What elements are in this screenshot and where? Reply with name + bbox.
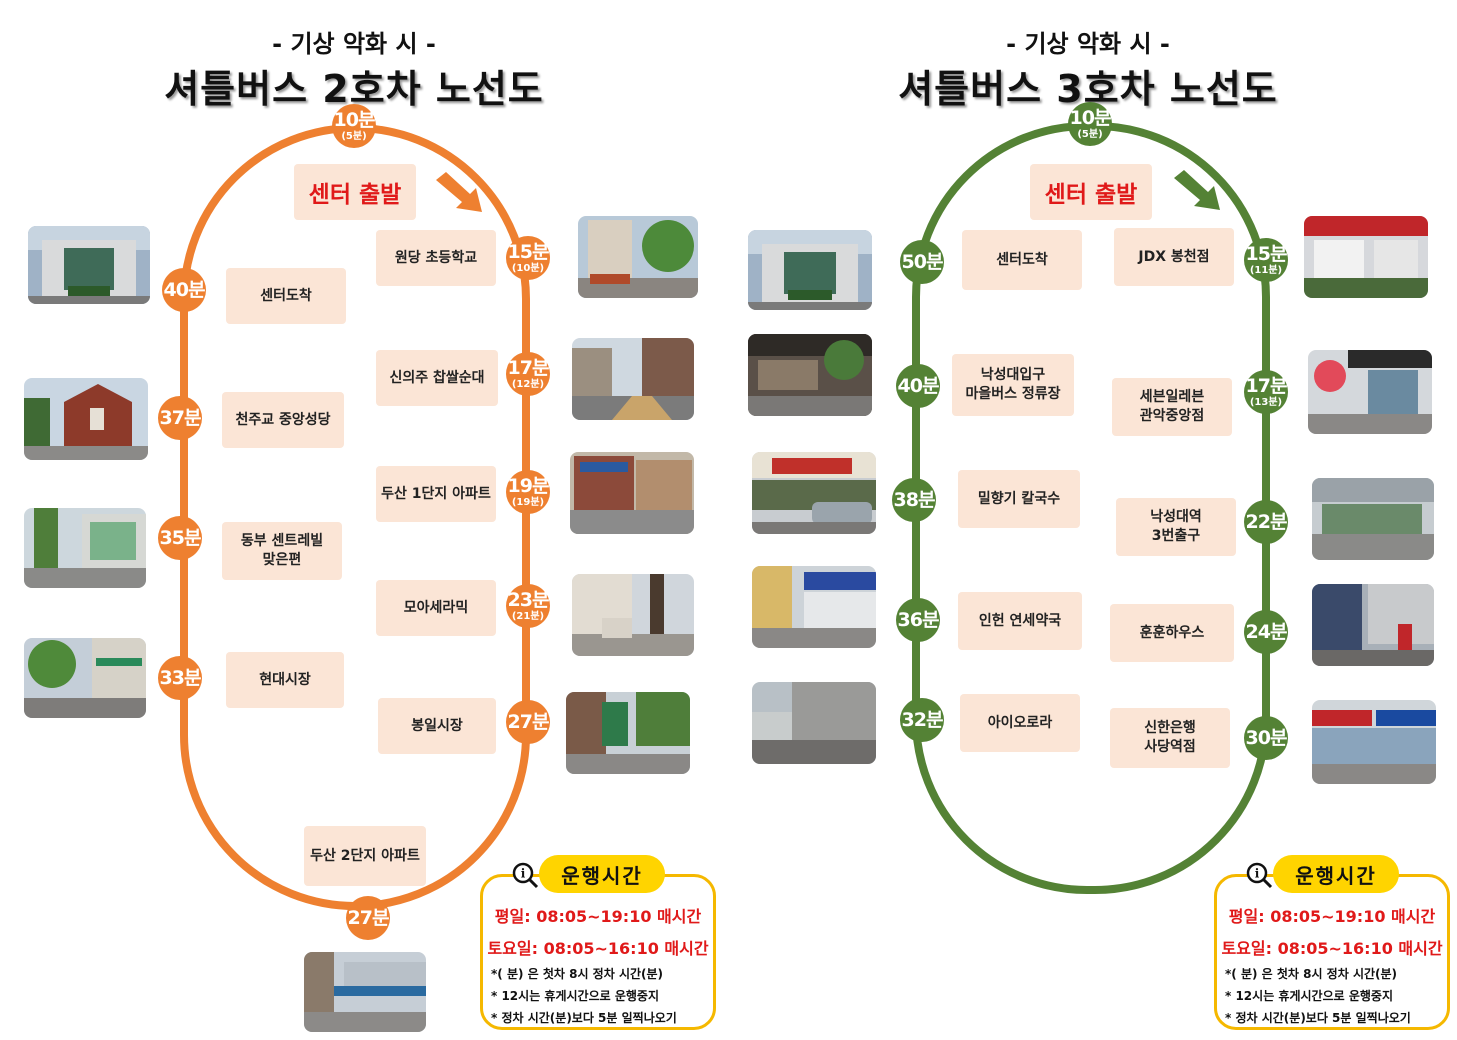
route-3-stop-left-1: 센터도착: [962, 230, 1082, 290]
route-3-stop-right-1: JDX 봉천점: [1114, 228, 1234, 286]
schedule-note-2: * 12시는 휴게시간으로 운행중지: [491, 989, 659, 1003]
down-right-arrow-icon: [436, 172, 482, 212]
route-2-stop-left-1: 센터도착: [226, 268, 346, 324]
route-2-stop-right-1: 원당 초등학교: [376, 230, 496, 286]
route-3-node-right-3: 22분: [1244, 500, 1288, 544]
route-2-stop-bottom: 두산 2단지 아파트: [304, 826, 426, 886]
dongbu-centreville-photo: [24, 508, 146, 588]
route-2-node-right-3: 19분(19분): [506, 470, 550, 514]
svg-text:i: i: [1255, 867, 1260, 881]
center-building-photo: [28, 226, 150, 304]
route-2-stop-right-3: 두산 1단지 아파트: [376, 466, 496, 522]
route-2-node-right-2: 17분(12분): [506, 352, 550, 396]
route-2-node-bottom: 27분: [346, 896, 390, 940]
route-3-node-left-1: 50분: [900, 240, 944, 284]
moa-ceramic-photo: [572, 574, 694, 656]
route-2-node-right-1: 15분(10분): [506, 236, 550, 280]
route-2-stop-left-2: 천주교 중앙성당: [222, 392, 344, 448]
route-2-subtitle: - 기상 악화 시 -: [272, 30, 436, 58]
magnifier-info-icon: i: [512, 862, 539, 889]
center-building-photo: [748, 230, 872, 310]
route-3-node-right-1: 15분(11분): [1244, 238, 1288, 282]
route-2-node-left-1: 40분: [162, 268, 206, 312]
route-3-stop-left-2: 낙성대입구 마을버스 정류장: [952, 354, 1074, 416]
nakseongdae-entrance-photo: [748, 334, 872, 416]
route-2-title: 셔틀버스 2호차 노선도: [164, 67, 544, 111]
route-2-stop-right-5: 봉일시장: [378, 698, 496, 754]
route-2-stop-right-4: 모아세라믹: [376, 580, 496, 636]
nakseongdae-exit3-photo: [1312, 478, 1434, 560]
route-3-stop-right-3: 낙성대역 3번출구: [1116, 498, 1236, 556]
route-3-node-right-4: 24분: [1244, 610, 1288, 654]
catholic-church-photo: [24, 378, 148, 460]
hunhun-house-photo: [1312, 584, 1434, 666]
route-2-node-left-3: 35분: [158, 516, 202, 560]
schedule-note-3: * 정차 시간(분)보다 5분 일찍나오기: [491, 1011, 677, 1025]
route-2-node-left-2: 37분: [158, 396, 202, 440]
saturday-schedule: 토요일: 08:05~16:10 매시간: [1221, 939, 1443, 958]
route-3-stop-left-5: 아이오로라: [960, 694, 1080, 752]
route-3-node-right-2: 17분(13분): [1244, 370, 1288, 414]
seven-eleven-photo: [1308, 350, 1432, 434]
magnifier-info-icon: i: [1246, 862, 1273, 889]
route-3-panel: - 기상 악화 시 - 셔틀버스 3호차 노선도 센터 출발 10분(5분) 1…: [736, 0, 1457, 1040]
route-2-depart-label: 센터 출발: [294, 164, 416, 220]
bongil-market-photo: [566, 692, 690, 774]
schedule-note-1: *( 분) 은 첫차 8시 정차 시간(분): [491, 967, 664, 981]
milhyanggi-kalguksu-photo: [752, 452, 876, 534]
route-2-node-top: 10분(5분): [332, 104, 376, 148]
doosan-2-apt-photo: [304, 952, 426, 1032]
route-3-depart-label: 센터 출발: [1030, 164, 1152, 220]
route-2-schedule-box: i 운행시간 평일: 08:05~19:10 매시간 토요일: 08:05~16…: [480, 855, 716, 1030]
route-3-node-left-3: 38분: [892, 478, 936, 522]
hyundai-market-photo: [24, 638, 146, 718]
weekday-schedule: 평일: 08:05~19:10 매시간: [494, 907, 702, 926]
svg-text:i: i: [521, 867, 526, 881]
route-2-node-left-4: 33분: [158, 656, 202, 700]
route-3-stop-right-5: 신한은행 사당역점: [1110, 708, 1230, 768]
route-3-stop-left-3: 밀향기 칼국수: [958, 470, 1080, 528]
wondang-school-photo: [578, 216, 698, 298]
route-3-subtitle: - 기상 악화 시 -: [1006, 30, 1170, 58]
route-3-node-left-5: 32분: [900, 698, 944, 742]
schedule-note-2: * 12시는 휴게시간으로 운행중지: [1225, 989, 1393, 1003]
down-right-arrow-icon: [1174, 170, 1220, 210]
route-2-stop-left-4: 현대시장: [226, 652, 344, 708]
jdx-bongcheon-photo: [1304, 216, 1428, 298]
saturday-schedule: 토요일: 08:05~16:10 매시간: [487, 939, 709, 958]
schedule-note-3: * 정차 시간(분)보다 5분 일찍나오기: [1225, 1011, 1411, 1025]
inheon-pharmacy-photo: [752, 566, 876, 648]
schedule-header: 운행시간: [1273, 855, 1399, 893]
route-3-node-top: 10분(5분): [1068, 102, 1112, 146]
route-3-node-right-5: 30분: [1244, 716, 1288, 760]
route-2-node-right-4: 23분(21분): [506, 584, 550, 628]
shinhan-bank-photo: [1312, 700, 1436, 784]
schedule-note-1: *( 분) 은 첫차 8시 정차 시간(분): [1225, 967, 1398, 981]
route-3-stop-right-2: 세븐일레븐 관악중앙점: [1112, 378, 1232, 436]
route-2-stop-right-2: 신의주 찹쌀순대: [376, 350, 498, 406]
route-2-panel: - 기상 악화 시 - 셔틀버스 2호차 노선도 센터 출발 10분(5분) 2…: [0, 0, 728, 1040]
route-3-stop-right-4: 훈훈하우스: [1110, 604, 1234, 662]
schedule-header: 운행시간: [539, 855, 665, 893]
i-aurora-photo: [752, 682, 876, 764]
doosan-1-apt-photo: [570, 452, 694, 534]
route-2-node-right-5: 27분: [506, 700, 550, 744]
route-3-schedule-box: i 운행시간 평일: 08:05~19:10 매시간 토요일: 08:05~16…: [1214, 855, 1450, 1030]
route-3-node-left-2: 40분: [896, 364, 940, 408]
weekday-schedule: 평일: 08:05~19:10 매시간: [1228, 907, 1436, 926]
sinuiju-sundae-photo: [572, 338, 694, 420]
route-2-stop-left-3: 동부 센트레빌 맞은편: [222, 522, 342, 580]
route-3-node-left-4: 36분: [896, 598, 940, 642]
route-3-stop-left-4: 인헌 연세약국: [958, 592, 1082, 650]
